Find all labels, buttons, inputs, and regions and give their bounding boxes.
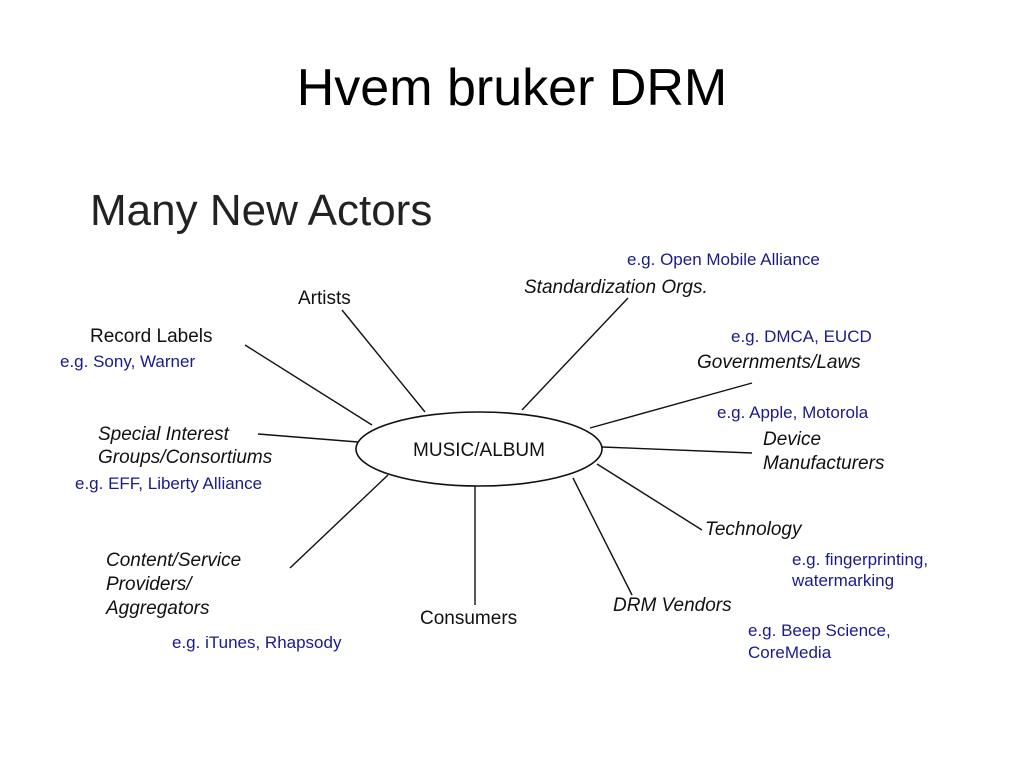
actor-drm-vendors: DRM Vendors <box>613 595 732 616</box>
spoke-artists <box>341 309 426 413</box>
actor-governments: Governments/Laws <box>697 352 861 373</box>
spoke-drm-vendors <box>572 477 633 596</box>
example-standardization: e.g. Open Mobile Alliance <box>627 250 820 269</box>
actor-content-service-line-2: Providers/ <box>106 574 193 595</box>
example-content-service-line: e.g. iTunes, Rhapsody <box>172 633 342 652</box>
spoke-content-service <box>289 474 389 569</box>
example-record-labels-line: e.g. Sony, Warner <box>60 352 195 371</box>
actor-content-service: Content/Service Providers/ Aggregators <box>105 550 246 619</box>
actor-consumers-line: Consumers <box>420 608 517 629</box>
actor-standardization-line: Standardization Orgs. <box>524 277 708 298</box>
actor-record-labels-line: Record Labels <box>90 326 213 347</box>
spokes <box>244 297 753 605</box>
spoke-governments <box>589 382 753 429</box>
example-device-manufacturers-line: e.g. Apple, Motorola <box>717 403 869 422</box>
diagram-heading: Many New Actors <box>90 186 432 235</box>
example-special-interest: e.g. EFF, Liberty Alliance <box>75 474 262 493</box>
actor-drm-vendors-line: DRM Vendors <box>613 595 732 616</box>
example-standardization-line: e.g. Open Mobile Alliance <box>627 250 820 269</box>
example-drm-vendors: e.g. Beep Science, CoreMedia <box>748 621 895 662</box>
slide-title: Hvem bruker DRM <box>296 59 728 117</box>
actor-special-interest-line-2: Groups/Consortiums <box>98 447 273 468</box>
actor-content-service-line-1: Content/Service <box>106 550 241 571</box>
example-record-labels: e.g. Sony, Warner <box>60 352 195 371</box>
actor-device-manufacturers-line-2: Manufacturers <box>763 453 885 474</box>
spoke-special-interest <box>257 433 359 443</box>
actor-governments-line: Governments/Laws <box>697 352 861 373</box>
actor-artists-line: Artists <box>298 288 351 309</box>
example-governments-line: e.g. DMCA, EUCD <box>731 327 872 346</box>
example-technology: e.g. fingerprinting, watermarking <box>791 550 933 590</box>
spoke-standardization <box>521 297 629 411</box>
example-special-interest-line: e.g. EFF, Liberty Alliance <box>75 474 262 493</box>
actor-special-interest: Special Interest Groups/Consortiums <box>98 424 273 468</box>
actor-technology: Technology <box>705 519 803 540</box>
example-technology-line-2: watermarking <box>791 571 894 590</box>
center-label: MUSIC/ALBUM <box>413 440 545 461</box>
example-content-service: e.g. iTunes, Rhapsody <box>172 633 342 652</box>
spoke-device-manufacturers <box>601 446 753 454</box>
example-technology-line-1: e.g. fingerprinting, <box>792 550 928 569</box>
actor-artists: Artists <box>298 288 351 309</box>
example-drm-vendors-line-2: CoreMedia <box>748 643 832 662</box>
actor-standardization: Standardization Orgs. <box>524 277 708 298</box>
actor-device-manufacturers: Device Manufacturers <box>763 429 885 474</box>
actor-content-service-line-3: Aggregators <box>105 598 210 619</box>
center-hub <box>355 411 603 487</box>
actor-special-interest-line-1: Special Interest <box>98 424 230 445</box>
example-governments: e.g. DMCA, EUCD <box>731 327 872 346</box>
actor-technology-line: Technology <box>705 519 803 540</box>
spoke-record-labels <box>244 344 373 426</box>
actor-consumers: Consumers <box>420 608 517 629</box>
spoke-technology <box>596 463 703 531</box>
actor-device-manufacturers-line-1: Device <box>763 429 821 450</box>
actor-record-labels: Record Labels <box>90 326 213 347</box>
example-device-manufacturers: e.g. Apple, Motorola <box>717 403 869 422</box>
example-drm-vendors-line-1: e.g. Beep Science, <box>748 621 891 640</box>
